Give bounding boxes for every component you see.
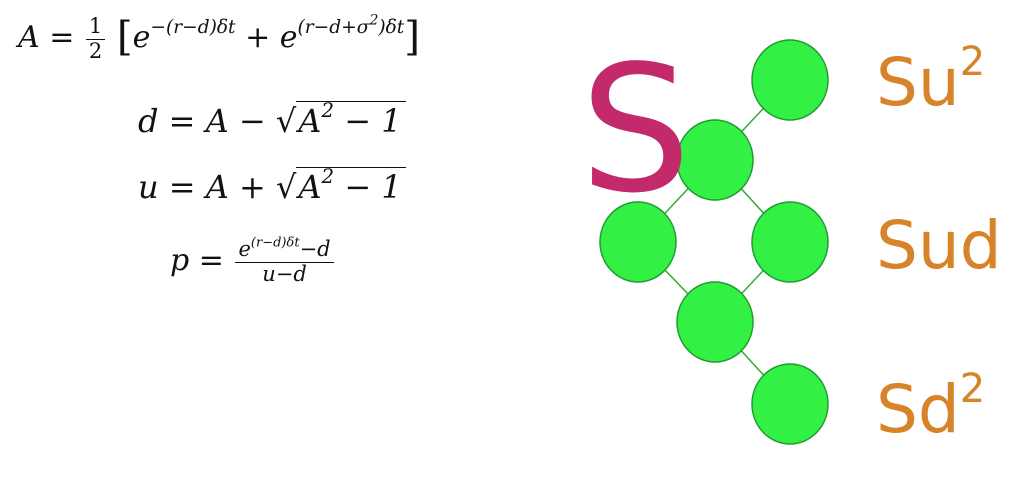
label-sud: Sud [876,207,1002,284]
eq-u-rhs-start: = A + [168,168,266,206]
eq-p-num-e: e [238,237,251,261]
label-sd-base: Sd [876,371,960,448]
eq-d-radicand: A2 − 1 [296,99,406,140]
eq-a-e2-exp-tail: )δt [378,17,405,39]
eq-a-e1: e [132,20,151,55]
eq-d-lhs: d [138,102,159,140]
node-down-down [751,363,829,445]
eq-u-rad-tail: − 1 [334,168,402,206]
label-su-base: Su [876,44,960,121]
eq-a-frac-den: 2 [88,39,103,63]
eq-d-sqrt: √A2 − 1 [275,99,406,140]
eq-u-rad-body: A [298,168,322,206]
eq-u-radicand: A2 − 1 [296,165,406,206]
eq-d-rad-square: 2 [321,99,335,123]
eq-a-e2-exp-head: (r−d+σ [297,17,370,39]
label-sd-exponent: 2 [960,366,985,412]
equation-p: p = e(r−d)δt−d u−d [170,235,336,287]
eq-p-numerator: e(r−d)δt−d [235,235,334,264]
label-su-squared: Su2 [876,39,985,121]
eq-a-frac-num: 1 [85,14,106,40]
eq-a-half-fraction: 1 2 [85,14,106,63]
eq-a-plus: + [245,20,271,55]
equation-a: A = 1 2 [e−(r−d)δt + e(r−d+σ2)δt] [18,12,420,63]
eq-u-rad-square: 2 [321,165,335,189]
node-up-up [751,39,829,121]
label-su-exponent: 2 [960,39,985,85]
eq-a-right-bracket: ] [404,12,421,60]
eq-p-denominator: u−d [262,262,307,287]
eq-d-rad-body: A [298,102,322,140]
binomial-tree-diagram: S Su2 Sud Sd2 [580,29,1002,448]
eq-a-e2: e [279,20,298,55]
eq-d-rad-tail: − 1 [334,102,402,140]
eq-a-equals: = [49,20,75,55]
node-root [676,119,754,201]
label-sd-squared: Sd2 [876,366,985,448]
equation-d: d = A − √A2 − 1 [138,99,406,140]
eq-p-lhs: p [170,243,190,279]
eq-u-lhs: u [138,168,159,206]
tree-nodes [599,39,829,445]
eq-p-equals: = [198,243,224,279]
eq-p-num-exponent: (r−d)δt [250,235,300,251]
node-down [599,201,677,283]
root-s-label: S [580,29,691,232]
eq-a-left-bracket: [ [116,12,133,60]
eq-d-radical-sign: √ [275,102,297,140]
eq-p-num-tail: −d [299,237,331,261]
eq-u-sqrt: √A2 − 1 [276,165,406,206]
eq-a-e1-exponent: −(r−d)δt [150,17,236,39]
node-up-down [751,201,829,283]
eq-a-e2-exp-square: 2 [369,12,379,29]
formula-block: A = 1 2 [e−(r−d)δt + e(r−d+σ2)δt] d = A … [0,0,580,330]
eq-a-e2-exponent: (r−d+σ2)δt [297,14,405,39]
node-mid-bottom [676,281,754,363]
eq-d-rhs-start: = A − [168,102,266,140]
equation-u: u = A + √A2 − 1 [138,165,406,206]
eq-u-radical-sign: √ [276,168,297,206]
eq-a-lhs: A [18,20,40,55]
eq-p-fraction: e(r−d)δt−d u−d [235,235,334,287]
